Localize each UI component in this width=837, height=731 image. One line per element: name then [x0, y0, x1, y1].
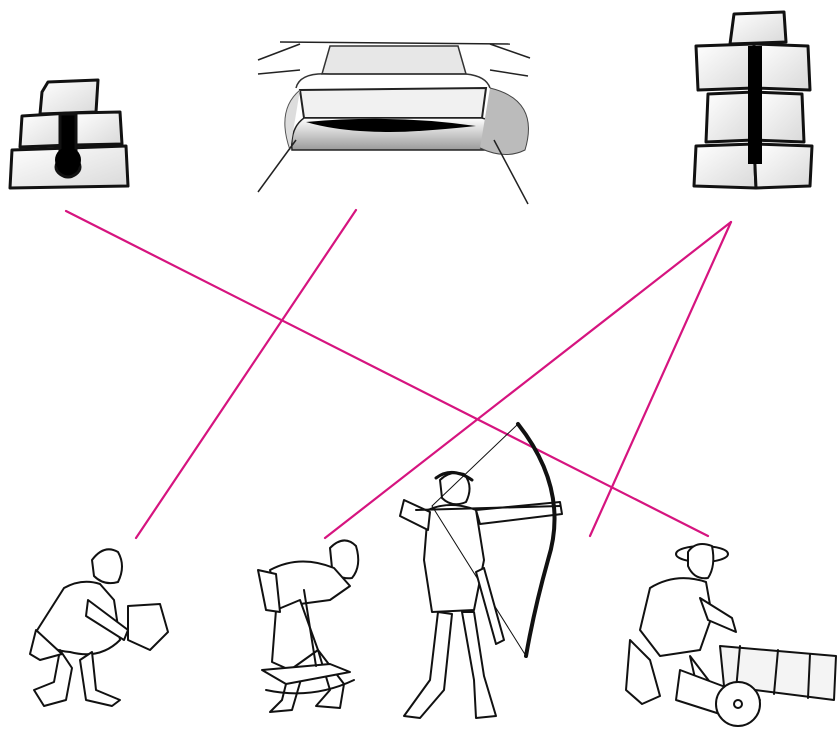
match-line-gunport-gunner: [64, 209, 710, 538]
stone-thrower-icon: [29, 548, 169, 707]
machicolation-icon: [257, 41, 531, 205]
match-line-arrowslit-longbowman: [588, 220, 733, 538]
gunner-icon: [625, 543, 837, 727]
crossbowman-icon: [257, 539, 360, 713]
longbowman-icon: [399, 422, 563, 719]
match-line-arrowslit-crossbowman: [323, 220, 733, 540]
arrowslit-embrasure-icon: [692, 10, 814, 190]
match-line-machicolation-stonethrower: [134, 208, 358, 540]
match-lines: [64, 208, 733, 540]
gunport-embrasure-icon: [8, 78, 130, 190]
